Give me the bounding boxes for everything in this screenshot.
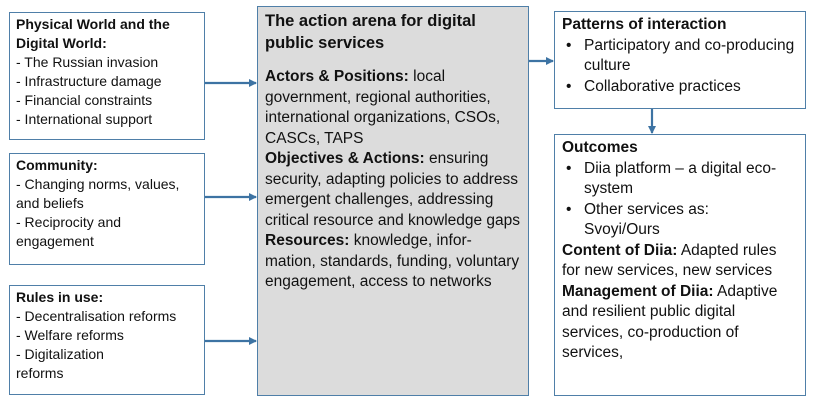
resources-label: Resources: [265,232,350,249]
rules-item: - Welfare reforms [16,327,124,343]
rules-item: - Digitalization reforms [16,346,104,381]
physical-item: - Infrastructure damage [16,73,162,89]
actors-text: local government, regional authorities, … [265,68,501,147]
management-of-diia: Management of Diia: Adaptive and resilie… [562,282,798,364]
actors-label: Actors & Positions: [265,68,409,85]
objectives-actions: Objectives & Actions: ensuring security,… [265,149,521,231]
physical-digital-box: Physical World and the Digital World: - … [9,12,205,140]
physical-item: - The Russian invasion [16,54,159,70]
outcomes-title: Outcomes [562,139,638,156]
actors-positions: Actors & Positions: local government, re… [265,67,521,149]
resources: Resources: knowledge, infor-mation, stan… [265,231,521,293]
resources-text: knowledge, infor-mation, standards, fund… [265,232,520,290]
community-box: Community: - Changing norms, values, and… [9,153,205,265]
rules-item: - Decentralisation reforms [16,308,177,324]
content-of-diia: Content of Diia: Adapted rules for new s… [562,241,798,282]
community-title: Community: [16,157,98,173]
action-arena-title: The action arena for digital public serv… [265,12,476,52]
outcomes-item: Other services as: Svoyi/Ours [562,200,764,241]
management-text: Adaptive and resilient public digital se… [562,282,778,362]
patterns-item: Collaborative practices [562,77,798,98]
community-item: - Reciprocity and engagement [16,214,122,249]
rules-box: Rules in use: - Decentralisation reforms… [9,285,205,395]
management-label: Management of Diia: [562,282,714,300]
objectives-text: ensuring security, adapting policies to … [265,150,521,229]
patterns-title: Patterns of interaction [562,16,727,33]
physical-item: - Financial constraints [16,92,153,108]
rules-title: Rules in use: [16,289,104,305]
content-text: Adapted rules for new services, new serv… [562,241,777,280]
objectives-label: Objectives & Actions: [265,150,425,167]
physical-item: - International support [16,111,153,127]
patterns-box: Patterns of interaction Participatory an… [554,11,806,109]
content-label: Content of Diia: [562,241,678,259]
physical-digital-title: Physical World and the Digital World: [16,16,170,51]
outcomes-item: Diia platform – a digital eco-system [562,159,794,200]
action-arena-box: The action arena for digital public serv… [257,6,529,396]
community-item: - Changing norms, values, and beliefs [16,176,180,211]
patterns-item: Participatory and co-producing culture [562,36,798,77]
outcomes-box: Outcomes Diia platform – a digital eco-s… [554,134,806,396]
